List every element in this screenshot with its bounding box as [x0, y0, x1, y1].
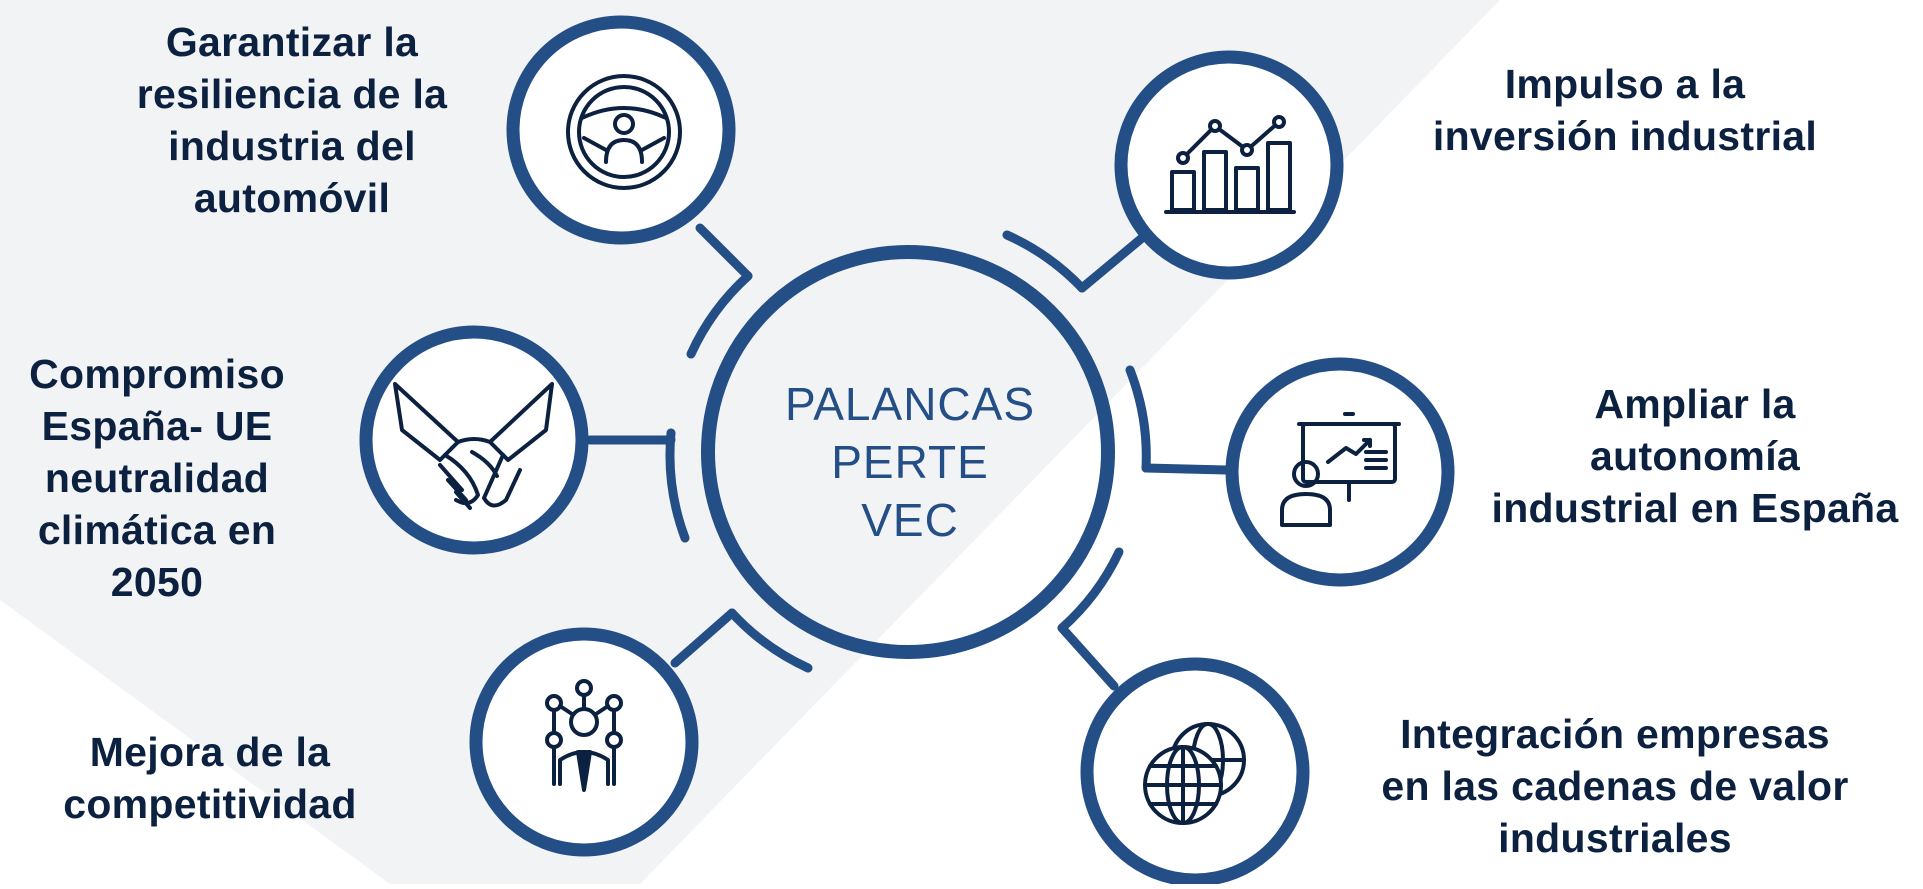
connector-line-3 — [670, 608, 737, 668]
node-label-resiliencia: Garantizar la resiliencia de la industri… — [136, 19, 448, 221]
connector-arc-top-right — [1002, 230, 1087, 293]
node-label-competitividad: Mejora de la competitividad — [63, 729, 357, 827]
globe-icon — [1143, 722, 1246, 825]
connector-line-5 — [1141, 463, 1231, 475]
node-label-compromiso: Compromiso España- UE neutralidad climát… — [29, 351, 285, 605]
node-circle-1 — [506, 15, 736, 245]
node-circle-4 — [1114, 50, 1344, 280]
node-label-autonomia: Ampliar la autonomía industrial en Españ… — [1491, 381, 1899, 531]
connector-line-4 — [1077, 233, 1147, 293]
connector-arc-bottom-left — [727, 608, 813, 673]
steering-wheel-icon — [566, 74, 682, 190]
connector-arc-right — [1125, 365, 1151, 473]
growth-chart-icon — [1164, 115, 1296, 214]
node-label-inversion: Impulso a la inversión industrial — [1432, 61, 1818, 159]
presentation-board-icon — [1280, 412, 1401, 527]
connector-line-1 — [695, 223, 753, 281]
background-band — [0, 0, 1500, 884]
node-circle-3 — [469, 627, 699, 857]
node-label-integracion: Integración empresas en las cadenas de v… — [1381, 711, 1849, 861]
node-circle-5 — [1225, 357, 1455, 587]
connector-arc-top-left — [686, 271, 753, 359]
connector-arc-bottom-right — [1057, 547, 1124, 633]
handshake-icon — [393, 382, 554, 510]
center-label: PALANCAS PERTE VEC — [784, 378, 1036, 546]
connector-line-6 — [1057, 623, 1119, 691]
center-circle — [701, 245, 1115, 659]
business-network-icon — [545, 679, 623, 792]
